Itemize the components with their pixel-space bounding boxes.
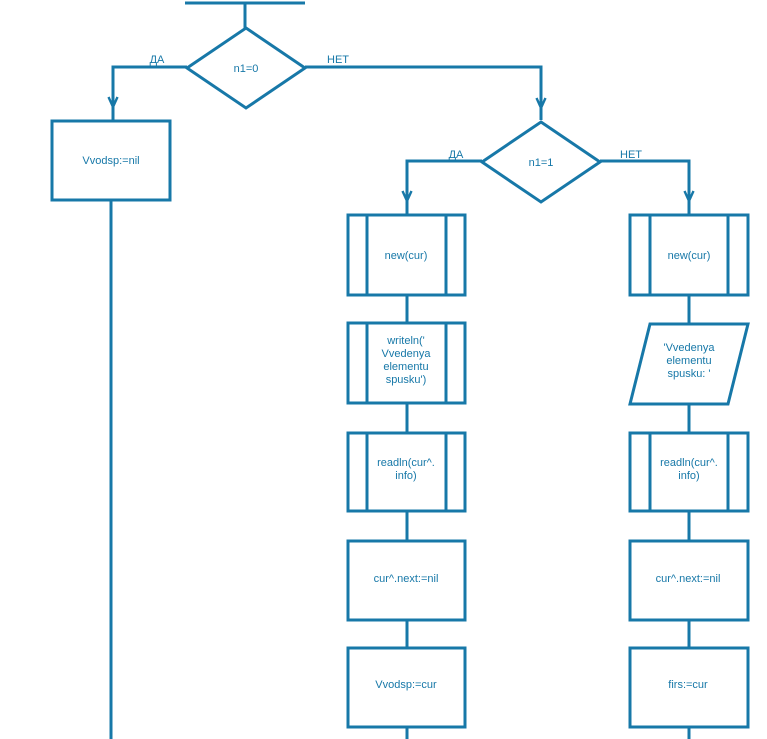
process-cur-next-nil-yes-label: cur^.next:=nil — [374, 573, 439, 585]
arrowhead-down-icon — [535, 97, 547, 111]
decision-n1-0 — [184, 26, 308, 110]
predefined-writeln-line1: writeln(' — [386, 335, 425, 347]
arrowhead-down-icon — [401, 190, 413, 204]
predefined-readln-no-line1: readln(cur^. — [660, 457, 718, 469]
decision-n1-1 — [479, 120, 603, 204]
io-line1: 'Vvedenya — [663, 342, 715, 354]
connector-decision1-yes — [111, 65, 187, 120]
branch-label-no-1: НЕТ — [327, 54, 349, 66]
process-vvodsp-cur — [346, 646, 467, 729]
predefined-readln-yes-line1: readln(cur^. — [377, 457, 435, 469]
io-vvedenya-elementu — [628, 322, 750, 406]
branch-label-yes-2: ДА — [449, 149, 464, 161]
connector-decision1-no — [305, 65, 543, 120]
decision-n1-0-label: n1=0 — [234, 63, 259, 75]
predefined-new-cur-no-label: new(cur) — [668, 250, 711, 262]
decision-n1-1-label: n1=1 — [529, 157, 554, 169]
process-cur-next-nil-no-label: cur^.next:=nil — [656, 573, 721, 585]
arrowhead-down-icon — [683, 190, 695, 204]
predefined-readln-yes-line2: info) — [395, 470, 416, 482]
io-line3: spusku: ' — [667, 368, 710, 380]
process-vvodsp-cur-label: Vvodsp:=cur — [375, 679, 437, 691]
predefined-readln-no-line2: info) — [678, 470, 699, 482]
branch-label-no-2: НЕТ — [620, 149, 642, 161]
process-cur-next-nil-no — [628, 539, 750, 622]
predefined-new-cur-yes-label: new(cur) — [385, 250, 428, 262]
process-firs-cur-label: firs:=cur — [668, 679, 708, 691]
connector-decision2-no — [600, 159, 691, 214]
connector-decision2-yes — [405, 159, 482, 214]
predefined-writeln-line4: spusku') — [386, 374, 427, 386]
arrowhead-down-icon — [107, 96, 119, 110]
branch-label-yes-1: ДА — [150, 54, 165, 66]
io-line2: elementu — [666, 355, 711, 367]
process-vvodsp-nil — [50, 119, 172, 202]
predefined-writeln-line2: Vvedenya — [382, 348, 432, 360]
process-cur-next-nil-yes — [346, 539, 467, 622]
process-vvodsp-nil-label: Vvodsp:=nil — [82, 155, 139, 167]
predefined-writeln-line3: elementu — [383, 361, 428, 373]
